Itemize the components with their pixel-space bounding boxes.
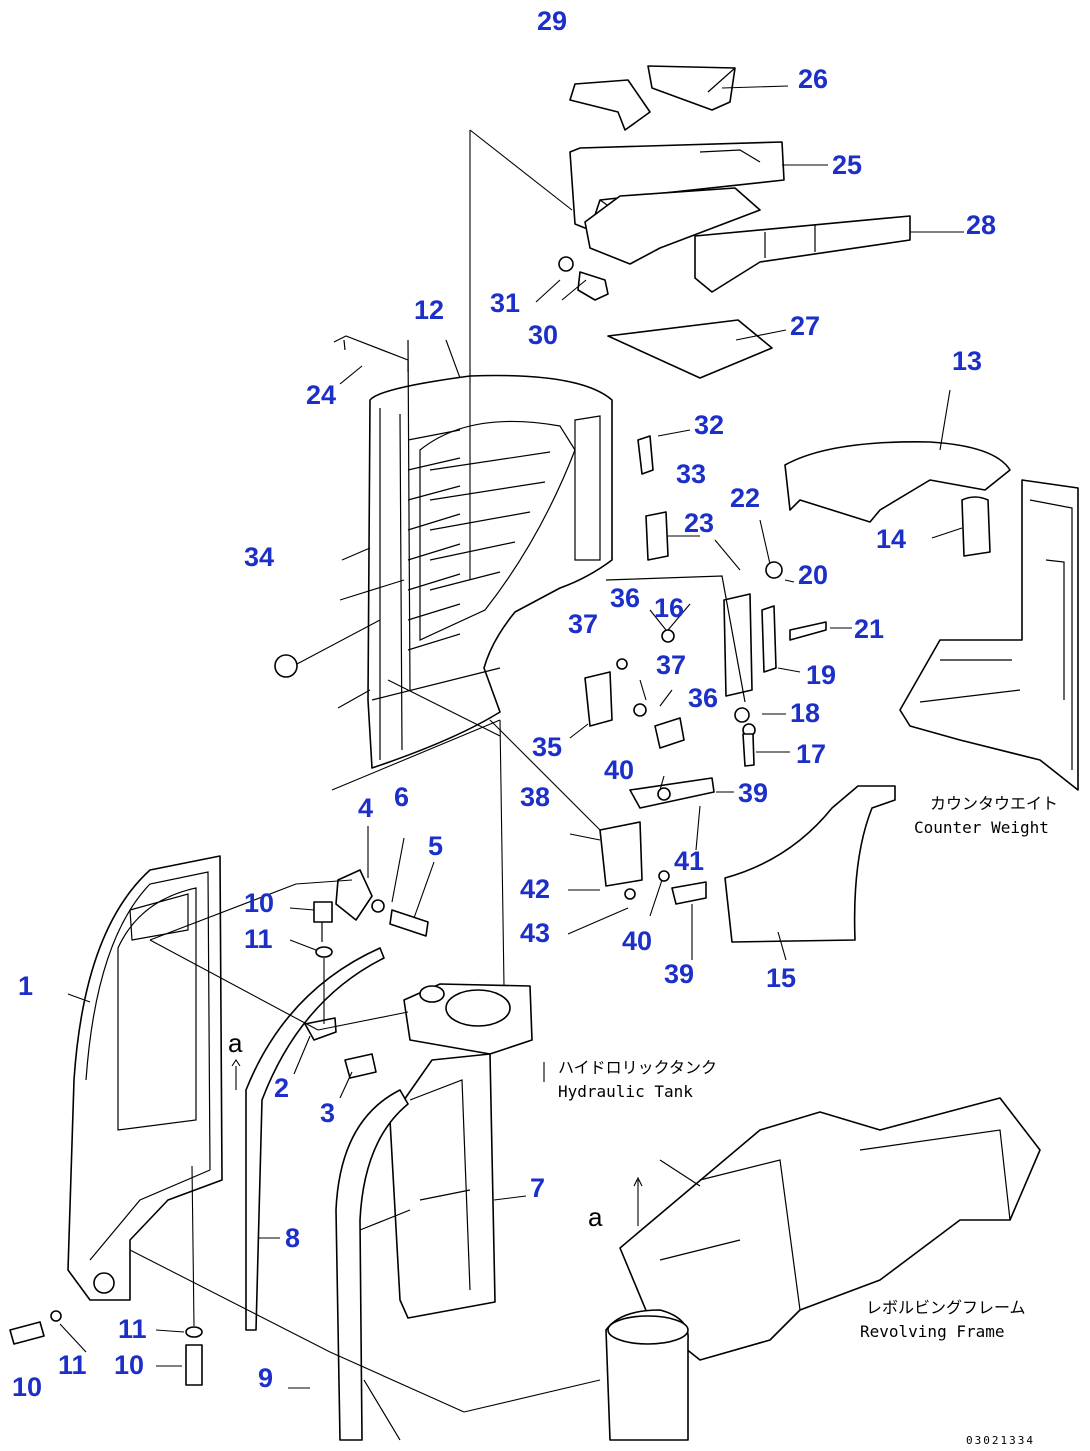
hinge-35 [584, 629, 685, 749]
bolt-10-washer-11-lower [185, 1326, 203, 1386]
callout-33: 33 [676, 459, 706, 489]
label-hydraulic-tank-jp: ハイドロリックタンク [558, 1058, 717, 1077]
callout-32: 32 [694, 410, 724, 440]
callout-10-lower: 10 [114, 1350, 144, 1380]
hydraulic-tank [403, 983, 533, 1055]
view-marker-a-right: a [588, 1202, 603, 1232]
callout-9: 9 [258, 1363, 273, 1393]
callout-15: 15 [766, 963, 796, 993]
callout-11-lower: 11 [118, 1314, 147, 1344]
leader-lines [59, 85, 964, 1413]
label-revolving-frame-en: Revolving Frame [860, 1322, 1005, 1341]
plate-30-31-area [558, 187, 761, 301]
callout-6: 6 [394, 782, 409, 812]
cover-29 [569, 79, 651, 131]
bracket-4 [335, 869, 373, 921]
callout-22: 22 [730, 483, 760, 513]
callout-42: 42 [520, 874, 550, 904]
callout-11-left: 11 [58, 1350, 87, 1380]
callout-25: 25 [832, 150, 862, 180]
bracket-3 [344, 1053, 377, 1079]
callout-12: 12 [414, 295, 444, 325]
callout-18: 18 [790, 698, 820, 728]
callout-27: 27 [790, 311, 820, 341]
callout-35: 35 [532, 732, 562, 762]
part-14 [961, 496, 991, 557]
label-revolving-frame-jp: レボルビングフレーム [866, 1298, 1026, 1317]
cover-13 [784, 441, 1011, 523]
callout-2: 2 [274, 1073, 289, 1103]
callout-21: 21 [854, 614, 884, 644]
revolving-frame [605, 1097, 1041, 1441]
bracket-16 [605, 561, 827, 723]
callout-28: 28 [966, 210, 996, 240]
door-1 [67, 855, 223, 1301]
callout-36-upper: 36 [610, 583, 640, 613]
grille-12 [367, 374, 613, 769]
callout-10-upper: 10 [244, 888, 274, 918]
bolt-10-washer-11-lower-left [9, 1310, 62, 1345]
bolt-17 [742, 723, 756, 767]
callout-1: 1 [18, 971, 33, 1001]
washer-6 [371, 899, 385, 913]
callout-14: 14 [876, 524, 906, 554]
hinge-38 [599, 777, 715, 905]
side-cover-9 [335, 1089, 411, 1441]
callout-16: 16 [654, 593, 684, 623]
callout-17: 17 [796, 739, 826, 769]
callout-20: 20 [798, 560, 828, 590]
callout-31: 31 [490, 288, 520, 318]
callout-30: 30 [528, 320, 558, 350]
callout-7: 7 [530, 1173, 545, 1203]
callout-4: 4 [358, 793, 373, 823]
callout-40-upper: 40 [604, 755, 634, 785]
counterweight [899, 479, 1079, 791]
callout-3: 3 [320, 1098, 335, 1128]
callout-39-lower: 39 [664, 959, 694, 989]
callout-41: 41 [674, 846, 704, 876]
cover-26 [647, 65, 736, 111]
plate-27 [607, 319, 773, 379]
parts-32-33 [637, 435, 669, 561]
callout-37-upper: 37 [568, 609, 598, 639]
callout-8: 8 [285, 1223, 300, 1253]
rod-24 [333, 335, 411, 691]
bolt-10-washer-11-upper [313, 901, 333, 958]
callout-34: 34 [244, 542, 274, 572]
cover-15 [724, 785, 896, 943]
callout-37-lower: 37 [656, 650, 686, 680]
hose-34 [274, 619, 381, 678]
callout-13: 13 [952, 346, 982, 376]
component-labels: カウンタウエイト Counter Weight ハイドロリックタンク Hydra… [228, 794, 1058, 1447]
callout-10-left: 10 [12, 1372, 42, 1402]
callout-numbers: 1 2 3 4 5 6 7 8 9 10 10 10 11 11 11 12 1… [12, 6, 996, 1402]
callout-11-upper: 11 [244, 924, 273, 954]
callout-5: 5 [428, 831, 443, 861]
view-marker-a-left: a [228, 1028, 243, 1058]
cover-28 [694, 215, 911, 293]
callout-39-upper: 39 [738, 778, 768, 808]
strip-8 [245, 947, 385, 1331]
cover-7 [389, 1053, 496, 1319]
callout-36-lower: 36 [688, 683, 718, 713]
callout-40-lower: 40 [622, 926, 652, 956]
callout-19: 19 [806, 660, 836, 690]
label-counterweight-en: Counter Weight [914, 818, 1049, 837]
bolt-5 [389, 909, 429, 937]
callout-38: 38 [520, 782, 550, 812]
callout-23: 23 [684, 508, 714, 538]
drawing-code: 03021334 [966, 1434, 1035, 1447]
label-hydraulic-tank-en: Hydraulic Tank [558, 1082, 693, 1101]
callout-26: 26 [798, 64, 828, 94]
callout-29: 29 [537, 6, 567, 36]
callout-43: 43 [520, 918, 550, 948]
label-counterweight-jp: カウンタウエイト [930, 794, 1058, 813]
callout-24: 24 [306, 380, 336, 410]
